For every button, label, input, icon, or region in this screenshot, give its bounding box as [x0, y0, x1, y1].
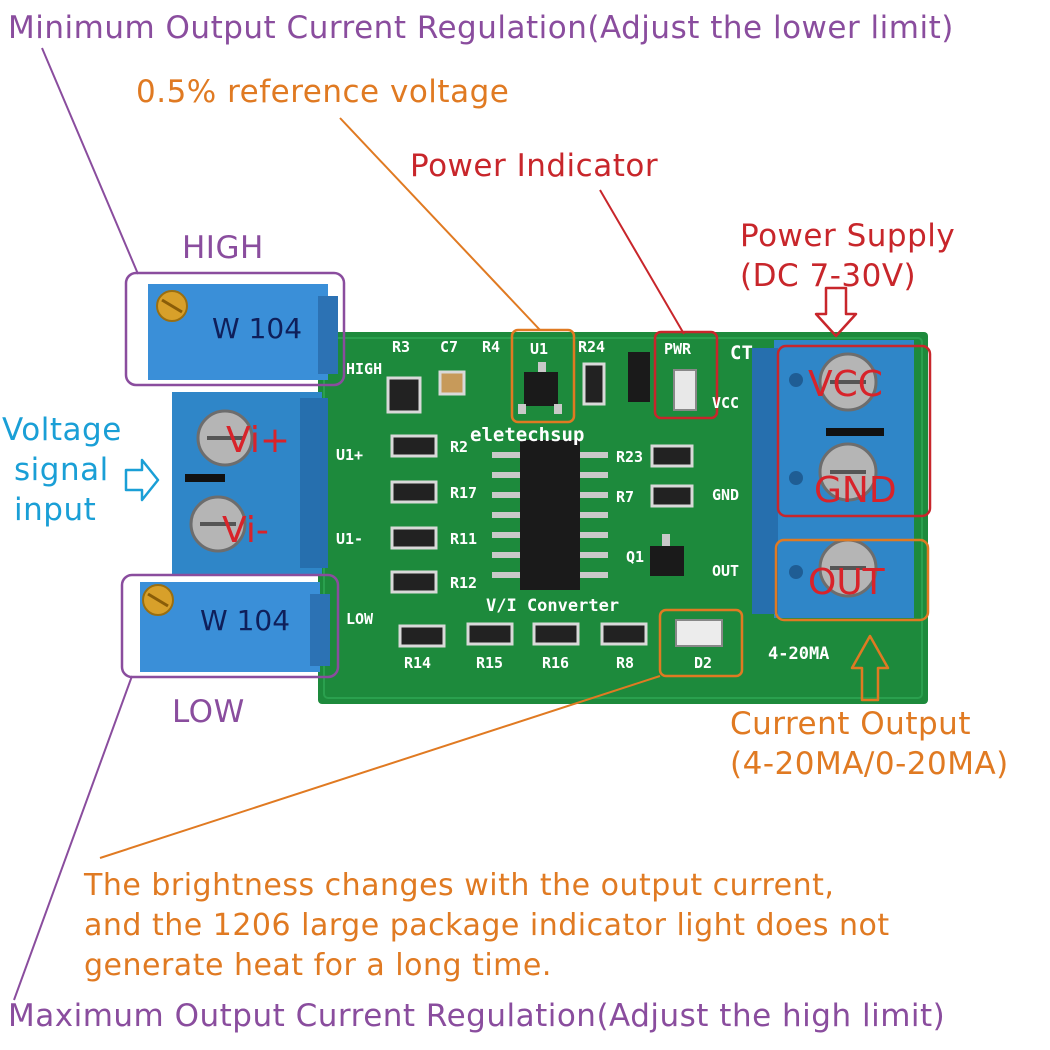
ref-r12: R12: [450, 574, 478, 592]
ref-r11: R11: [450, 530, 478, 548]
board-silk-out: OUT: [712, 562, 740, 580]
vi-minus-label: Vi-: [222, 510, 269, 551]
current-output-range-label: (4-20MA/0-20MA): [730, 746, 1009, 782]
power-indicator-label: Power Indicator: [410, 148, 659, 184]
current-output-arrow-icon: [850, 634, 890, 702]
q1-transistor: [650, 534, 684, 576]
diode-chip: [628, 352, 650, 402]
voltage-input-label-line3: input: [14, 492, 97, 528]
d2-callout-box: [658, 608, 744, 678]
power-terminal-callout-box: [776, 344, 932, 518]
ref-r14: R14: [404, 654, 432, 672]
capacitor-c7: [438, 370, 466, 396]
board-silk-high: HIGH: [346, 360, 383, 378]
out-terminal-callout-box: [774, 538, 930, 622]
u1-callout-box: [510, 328, 576, 424]
ref-c7: C7: [440, 338, 459, 356]
brightness-note-line3: generate heat for a long time.: [84, 948, 552, 983]
d2-led: [675, 619, 723, 647]
board-ct-label: CT: [730, 342, 753, 364]
voltage-input-label-line2: signal: [14, 452, 109, 488]
u1-reference-chip: [518, 362, 562, 414]
ref-r24: R24: [578, 338, 606, 356]
high-label: HIGH: [182, 230, 264, 266]
ref-r2: R2: [450, 438, 469, 456]
board-brand: eletechsup: [470, 424, 585, 446]
max-regulation-label: Maximum Output Current Regulation(Adjust…: [8, 998, 946, 1034]
board-silk-vcc: VCC: [712, 394, 740, 412]
smd-resistors-left: [386, 376, 438, 594]
board-silk-u1-minus: U1-: [336, 530, 364, 548]
ref-r15: R15: [476, 654, 504, 672]
current-output-label: Current Output: [730, 706, 971, 742]
low-callout-box: [120, 573, 340, 679]
ref-r7: R7: [616, 488, 635, 506]
brightness-leader: [99, 675, 661, 859]
ref-q1: Q1: [626, 548, 645, 566]
input-terminal-block: [172, 392, 328, 574]
vcc-label: VCC: [808, 364, 883, 405]
board-silk-gnd: GND: [712, 486, 740, 504]
out-label: OUT: [808, 562, 885, 603]
board-converter-label: V/I Converter: [486, 596, 620, 616]
reference-voltage-leader: [339, 117, 541, 331]
vi-plus-label: Vi+: [226, 420, 291, 461]
board-silk-low: LOW: [346, 610, 374, 628]
high-callout-box: [124, 271, 346, 387]
board-pwr-label: PWR: [664, 340, 692, 358]
ref-r17: R17: [450, 484, 478, 502]
pot-high-marking: W 104: [212, 312, 303, 345]
max-regulation-leader: [13, 675, 133, 1001]
power-indicator-leader: [599, 189, 685, 335]
reference-voltage-label: 0.5% reference voltage: [136, 74, 510, 110]
potentiometer-high: [148, 284, 338, 380]
output-terminal-block: [752, 340, 914, 618]
pot-low-marking: W 104: [200, 604, 291, 637]
board-u1-label: U1: [530, 340, 549, 358]
ref-r16: R16: [542, 654, 570, 672]
brightness-note-line2: and the 1206 large package indicator lig…: [84, 908, 890, 943]
voltage-input-label-line1: Voltage: [2, 412, 122, 448]
power-led: [673, 369, 697, 411]
brightness-note-line1: The brightness changes with the output c…: [84, 868, 835, 903]
main-ic-chip: [492, 440, 608, 590]
power-supply-range-label: (DC 7-30V): [740, 258, 917, 294]
potentiometer-low: [140, 582, 330, 672]
power-supply-label: Power Supply: [740, 218, 956, 254]
board-d2-label: D2: [694, 654, 713, 672]
gnd-label: GND: [814, 470, 897, 511]
power-supply-arrow-icon: [814, 286, 858, 338]
ref-r23: R23: [616, 448, 644, 466]
ref-r4: R4: [482, 338, 501, 356]
ref-r3: R3: [392, 338, 411, 356]
voltage-input-arrow-icon: [124, 458, 160, 502]
min-regulation-leader: [41, 47, 139, 275]
pwr-callout-box: [653, 330, 719, 420]
low-label: LOW: [172, 694, 245, 730]
smd-resistors-bottom: [398, 622, 648, 648]
min-regulation-label: Minimum Output Current Regulation(Adjust…: [8, 10, 954, 46]
board-silk-u1-plus: U1+: [336, 446, 364, 464]
ref-r8: R8: [616, 654, 635, 672]
board-range-label: 4-20MA: [768, 644, 830, 664]
smd-resistors-right: [582, 362, 694, 508]
